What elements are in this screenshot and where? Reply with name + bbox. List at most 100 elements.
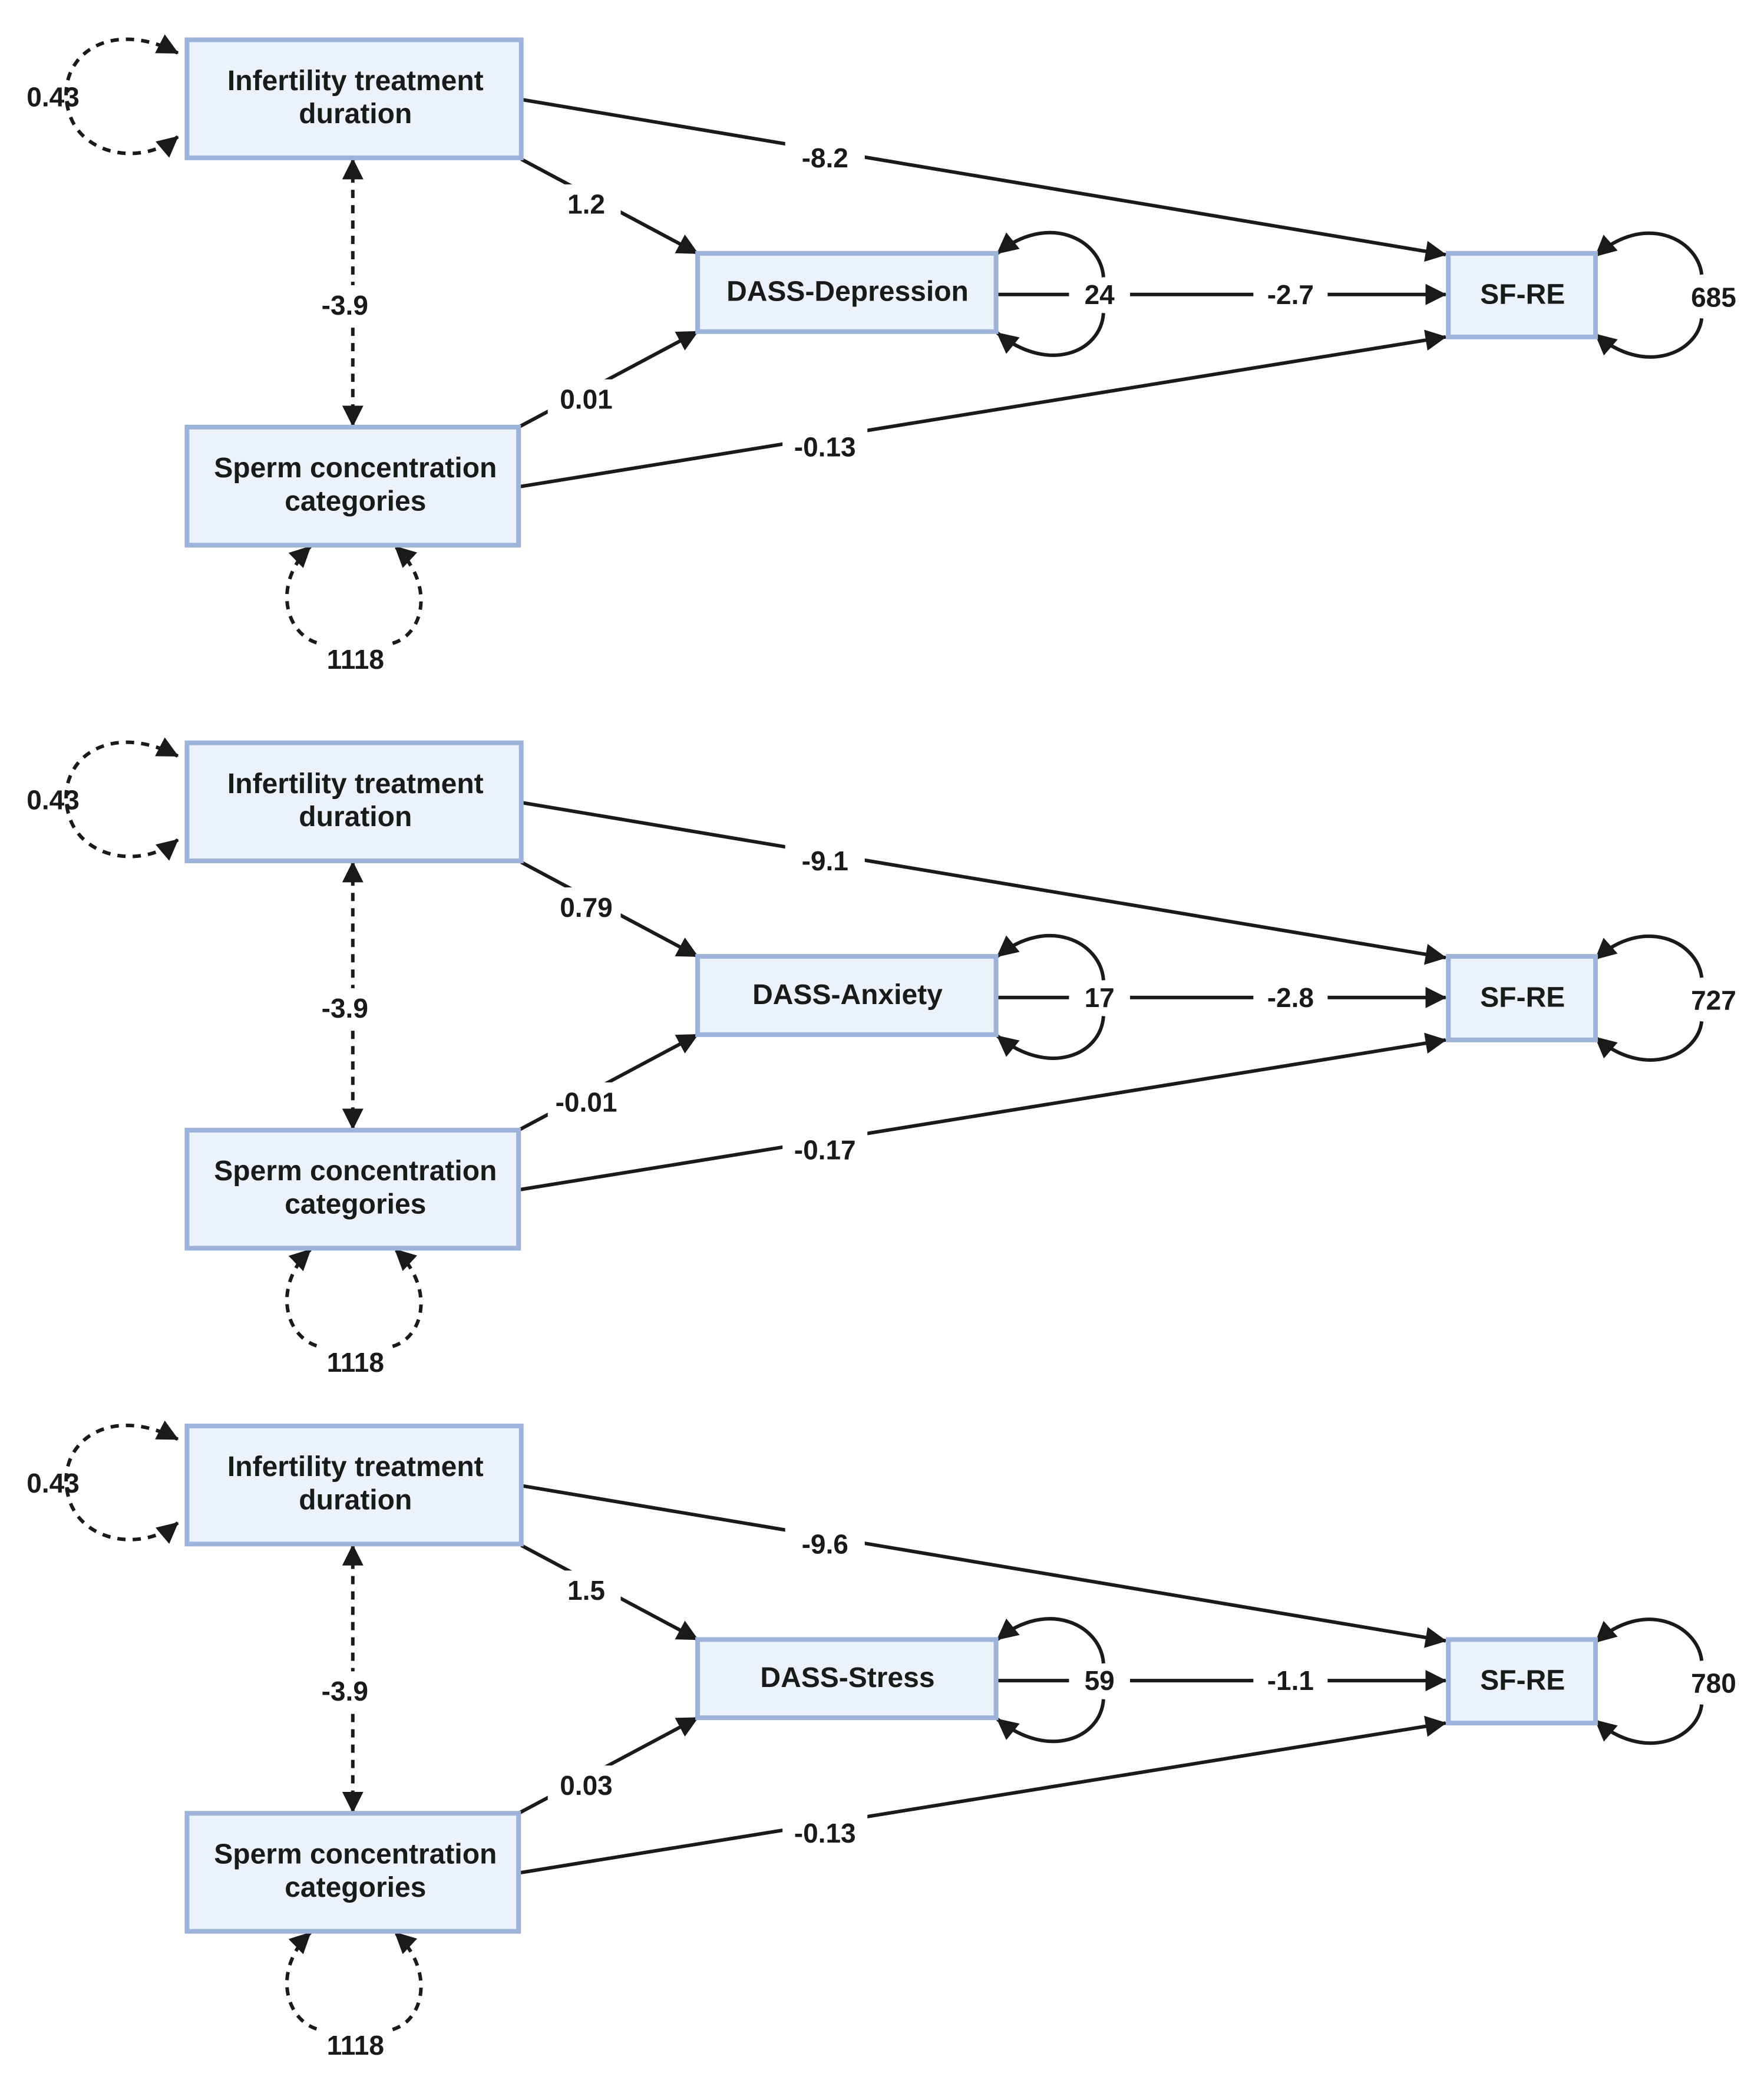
coef-sperm-to-dass: 0.03 (560, 1770, 613, 1801)
variance-duration: 0.43 (27, 1468, 80, 1498)
label-gap (310, 1671, 379, 1711)
node-infertility-duration-label-1: Infertility treatment (227, 65, 484, 97)
node-sperm-concentration (184, 1127, 521, 1251)
node-sf-re (1446, 954, 1598, 1042)
variance-sperm: 1118 (327, 644, 384, 675)
coef-sperm-to-dass: -0.01 (556, 1087, 617, 1118)
variance-sperm: 1118 (327, 1347, 384, 1378)
node-infertility-duration (184, 740, 524, 863)
coef-duration-to-sfre: -8.2 (802, 143, 848, 173)
path-duration-to-sfre (521, 97, 1447, 262)
node-dass-label: DASS-Depression (726, 276, 969, 308)
variance-loop-sperm (285, 1250, 423, 1348)
label-gap (1253, 1658, 1328, 1704)
node-infertility-duration-label-2: duration (299, 98, 412, 130)
path-sperm-to-sfre (518, 1032, 1447, 1192)
path-duration-to-sfre (521, 1484, 1447, 1648)
node-infertility-duration-label-2: duration (299, 1485, 412, 1516)
label-gap (551, 1570, 621, 1610)
variance-duration: 0.43 (27, 784, 80, 815)
model-panel-2: -9.1 0.79 -0.01 -0.17 -2.8 -3.9 0.43 1118 17 727 I… (27, 737, 1736, 1378)
residual-dass: 17 (1085, 982, 1115, 1013)
variance-duration: 0.43 (27, 81, 80, 112)
label-gap (310, 285, 379, 325)
node-sperm-concentration-label-2: categories (285, 486, 426, 517)
coef-covariance: -3.9 (322, 1676, 368, 1706)
coef-covariance: -3.9 (322, 290, 368, 321)
node-dass (695, 250, 999, 334)
coef-sperm-to-sfre: -0.13 (794, 1818, 856, 1848)
residual-sfre: 727 (1691, 985, 1736, 1015)
coef-dass-to-sfre: -2.8 (1267, 982, 1314, 1013)
path-sperm-to-sfre (518, 1715, 1447, 1875)
coef-duration-to-dass: 1.2 (567, 189, 605, 220)
coef-sperm-to-sfre: -0.17 (794, 1135, 856, 1166)
label-gap (785, 1524, 865, 1564)
label-gap (785, 138, 865, 178)
variance-loop-sperm (285, 1933, 423, 2032)
variance-loop-dass (997, 1619, 1105, 1744)
model-panel-1: -8.2 1.2 0.01 -0.13 -2.7 -3.9 0.43 1118 24 685 Inf… (27, 34, 1736, 675)
variance-loop-sfre (1595, 1617, 1704, 1745)
variance-loop-duration (64, 737, 179, 861)
label-gap (1253, 975, 1328, 1021)
label-gap (547, 1082, 625, 1123)
residual-sfre: 685 (1691, 282, 1736, 312)
coef-sperm-to-sfre: -0.13 (794, 432, 856, 463)
coef-duration-to-sfre: -9.6 (802, 1529, 848, 1559)
node-dass (695, 954, 999, 1037)
coef-duration-to-dass: 1.5 (567, 1575, 605, 1606)
coef-dass-to-sfre: -2.7 (1267, 279, 1314, 310)
coef-duration-to-sfre: -9.1 (802, 846, 848, 876)
variance-loop-sfre (1595, 231, 1704, 359)
node-dass-label: DASS-Anxiety (752, 979, 943, 1011)
coef-covariance: -3.9 (322, 993, 368, 1024)
variance-loop-dass (997, 936, 1105, 1060)
label-gap (782, 1813, 868, 1853)
residual-dass: 24 (1085, 279, 1115, 310)
path-duration-to-sfre (521, 800, 1447, 965)
coef-sperm-to-dass: 0.01 (560, 384, 613, 415)
label-gap (1253, 272, 1328, 318)
label-gap (782, 1130, 868, 1170)
label-gap (310, 988, 379, 1028)
node-sf-re-label: SF-RE (1480, 982, 1565, 1013)
variance-sperm: 1118 (327, 2030, 384, 2061)
node-sperm-concentration-label-2: categories (285, 1872, 426, 1903)
node-sperm-concentration (184, 1811, 521, 1934)
label-gap (547, 379, 625, 420)
residual-dass: 59 (1085, 1665, 1115, 1696)
label-gap (1069, 1658, 1130, 1704)
node-sf-re-label: SF-RE (1480, 1665, 1565, 1696)
node-sperm-concentration (184, 424, 521, 548)
variance-loop-sperm (285, 547, 423, 645)
node-sperm-concentration-label-2: categories (285, 1189, 426, 1220)
node-sf-re (1446, 250, 1598, 339)
node-infertility-duration-label-1: Infertility treatment (227, 1451, 484, 1483)
node-sperm-concentration-label-1: Sperm concentration (214, 453, 497, 484)
node-dass (695, 1637, 999, 1721)
residual-sfre: 780 (1691, 1668, 1736, 1699)
variance-loop-duration (64, 1420, 179, 1544)
coef-duration-to-dass: 0.79 (560, 892, 613, 923)
label-gap (551, 184, 621, 225)
label-gap (785, 841, 865, 881)
node-sf-re (1446, 1637, 1598, 1726)
node-infertility-duration-label-2: duration (299, 801, 412, 833)
node-infertility-duration (184, 1423, 524, 1547)
variance-loop-sfre (1595, 934, 1704, 1062)
variance-loop-dass (997, 233, 1105, 357)
node-sperm-concentration-label-1: Sperm concentration (214, 1156, 497, 1187)
model-panel-3: -9.6 1.5 0.03 -0.13 -1.1 -3.9 0.43 1118 59 780 Inf… (27, 1420, 1736, 2061)
node-dass-label: DASS-Stress (760, 1662, 934, 1693)
variance-loop-duration (64, 34, 179, 158)
label-gap (782, 427, 868, 467)
path-sperm-to-sfre (518, 329, 1447, 489)
label-gap (1069, 272, 1130, 318)
label-gap (547, 1765, 625, 1805)
label-gap (1069, 975, 1130, 1021)
node-infertility-duration-label-1: Infertility treatment (227, 768, 484, 800)
coef-dass-to-sfre: -1.1 (1267, 1665, 1314, 1696)
node-sperm-concentration-label-1: Sperm concentration (214, 1839, 497, 1870)
